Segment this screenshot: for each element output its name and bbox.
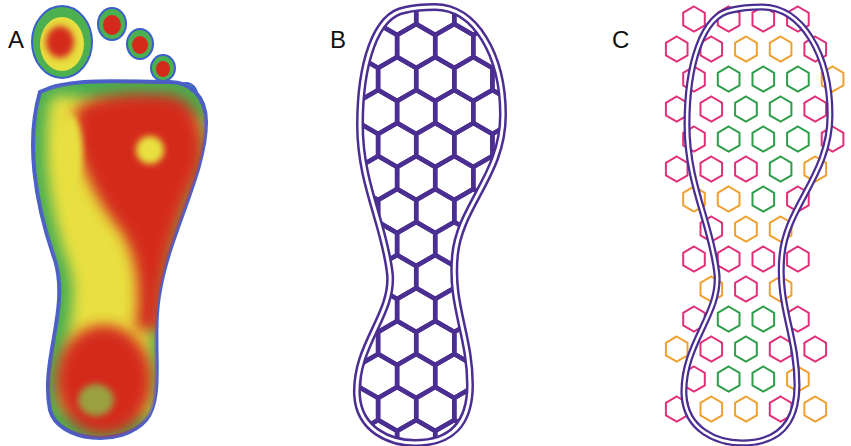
hexagon-cell [511,0,549,2]
hexagon-cell [511,222,549,266]
hexagon-cell [492,321,530,365]
pressure-zones [46,94,203,435]
hexagon-cell [435,0,473,2]
hexagon-cell [735,217,757,242]
hexagon-cell [492,189,530,233]
hexagon-cell [511,288,549,332]
hexagon-cell [302,57,340,101]
hexagon-cell [473,420,511,446]
hexagon-cell [473,0,511,2]
hexagon-cell [321,420,359,446]
insole-hex-grid [302,0,550,446]
insole-outline-gap [357,7,503,443]
hexagon-cell [753,307,775,332]
hexagon-cell [302,255,340,299]
hexagon-cell [302,123,340,167]
hexagon-cell [770,157,792,182]
hexagon-cell [397,0,435,2]
hexagon-cell [359,0,397,2]
hexagon-cell [735,157,757,182]
hexagon-cell [683,247,705,272]
hexagon-cell [302,321,340,365]
hexagon-cell [718,67,740,92]
insole-outline-gap [684,7,830,443]
hexagon-cell [492,255,530,299]
hexagon-cell [787,127,809,152]
hexagon-cell [321,288,359,332]
hexagon-cell [302,387,340,431]
hexagon-cell [753,67,775,92]
hexagon-cell [511,156,549,200]
hexagon-cell [340,255,378,299]
hexagon-cell [718,187,740,212]
insole-outline [684,7,830,443]
hexagon-cell [454,255,492,299]
hexagon-cell [666,337,688,362]
hexagon-cell [473,288,511,332]
hexagon-cell [804,97,826,122]
hexagon-cell [683,7,705,32]
hexagon-cell [735,337,757,362]
hexagon-cell [735,397,757,422]
hexagon-cell [473,222,511,266]
hexagon-cell [511,90,549,134]
panel-letter: A [8,28,24,52]
hexagon-cell [718,247,740,272]
hexagon-cell [753,127,775,152]
hexagon-cell [701,337,723,362]
hexagon-cell [804,337,826,362]
hexagon-cell [666,157,688,182]
hexagon-cell [718,367,740,392]
hexagon-cell [718,127,740,152]
hexagon-cell [511,420,549,446]
hexagon-cell [666,37,688,62]
hexagon-cell [770,37,792,62]
hexagon-cell [321,90,359,134]
hexagon-cell [787,67,809,92]
hexagon-cell [701,97,723,122]
hexagon-cell [511,354,549,398]
hexagon-cell [321,156,359,200]
hexagon-cell [753,367,775,392]
hexagon-cell [511,24,549,68]
hexagon-cell [804,397,826,422]
foot-pressure-map [32,6,206,438]
insole-colored-hexagons [666,7,844,444]
insole-outline [357,7,503,443]
foot-outline [33,81,206,438]
hexagon-grid [302,0,550,446]
hexagon-cell [770,337,792,362]
hexagon-cell [735,37,757,62]
hexagon-cell [473,354,511,398]
hexagon-cell [718,307,740,332]
hexagon-cell [701,157,723,182]
hexagon-cell [735,97,757,122]
hexagon-cell [321,24,359,68]
hexagon-cell [770,97,792,122]
hexagon-cell [701,397,723,422]
hexagon-cell [321,222,359,266]
hexagon-cell [787,247,809,272]
hexagon-cell [492,0,530,35]
panel-letter: C [612,28,629,52]
hexagon-cell [302,189,340,233]
hexagon-cell [753,247,775,272]
hexagon-cell [753,187,775,212]
panel-letter: B [330,28,346,52]
hexagon-cell [735,277,757,302]
hexagon-cell [492,387,530,431]
hexagon-cell [321,0,359,2]
